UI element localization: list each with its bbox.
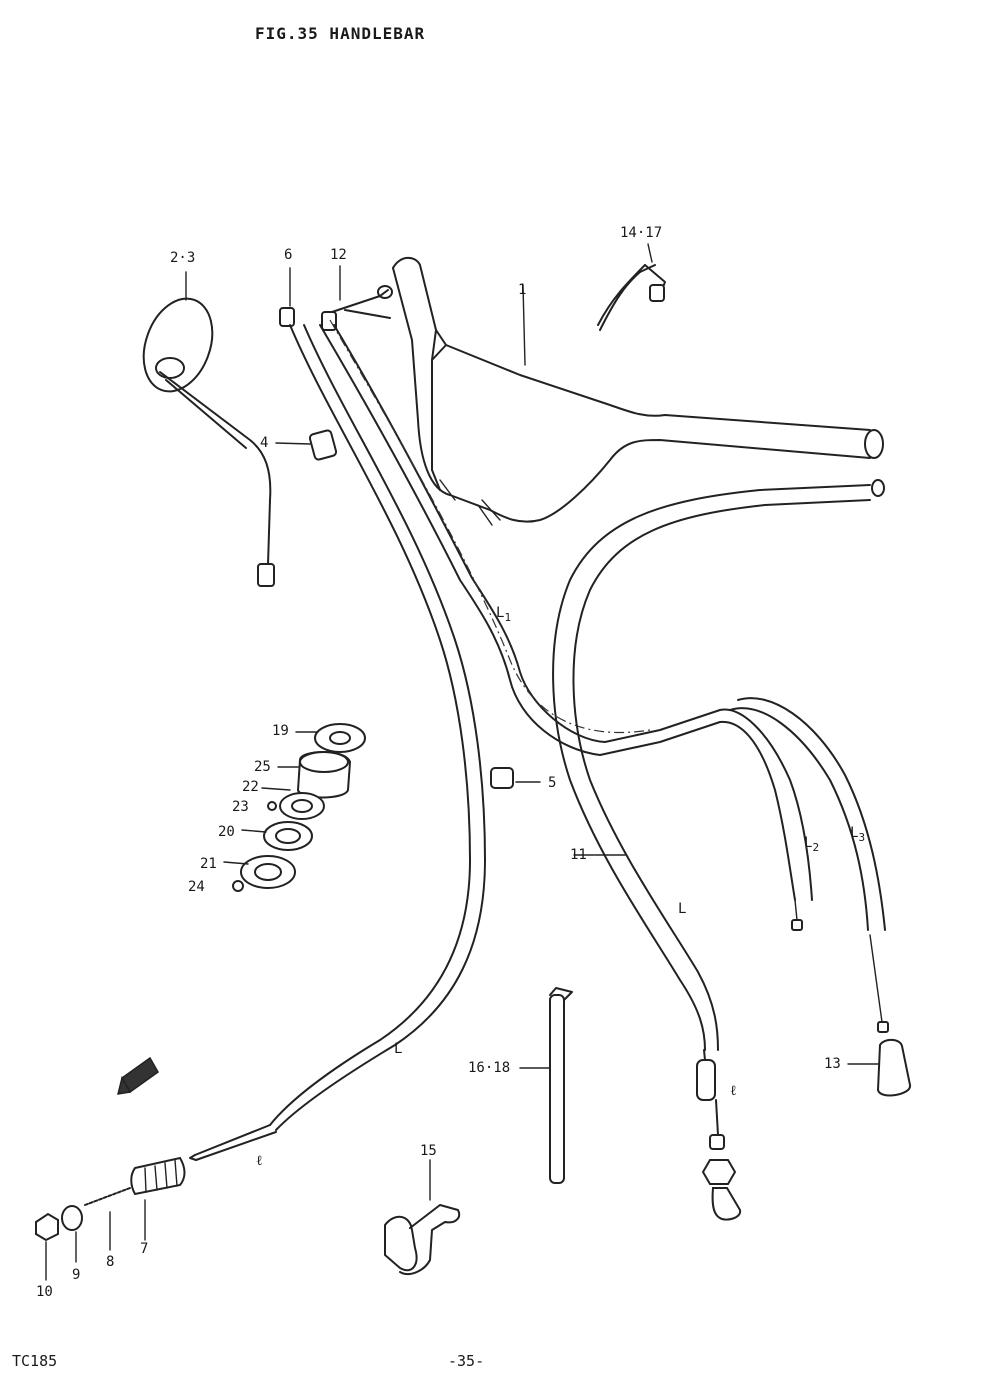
- dimension-l-brake: ℓ: [730, 1083, 737, 1099]
- model-code: TC185: [12, 1352, 58, 1370]
- rod-part-16-18: [519, 987, 573, 1184]
- grip-part-13: [847, 1038, 911, 1097]
- cable-clip-part-5: [490, 767, 541, 789]
- lever-assembly: [279, 265, 393, 331]
- throttle-adjuster-parts: [35, 1156, 186, 1281]
- guard-part-15: [384, 1159, 461, 1276]
- callout-10: 10: [36, 1284, 53, 1300]
- callout-9: 9: [72, 1267, 81, 1283]
- callout-13: 13: [824, 1056, 841, 1072]
- callout-7: 7: [140, 1241, 149, 1257]
- dimension-L3-sub: 3: [858, 830, 866, 844]
- callout-2-3: 2·3: [170, 250, 196, 266]
- callout-11: 11: [570, 847, 587, 863]
- clamp-part-4: [275, 429, 338, 461]
- dimension-L2-letter: L: [804, 835, 813, 851]
- dimension-L1-sub: 1: [504, 610, 512, 624]
- callout-21: 21: [200, 856, 217, 872]
- dimension-L2-sub: 2: [812, 840, 820, 854]
- mirror-part: [142, 271, 275, 587]
- dimension-L3: L3: [850, 826, 865, 843]
- callout-14-17: 14·17: [620, 225, 663, 241]
- callout-19: 19: [272, 723, 289, 739]
- dimension-l-throttle: ℓ: [256, 1153, 263, 1169]
- callout-8: 8: [106, 1254, 115, 1270]
- brake-cable-part-11: [552, 479, 885, 1221]
- callout-6: 6: [284, 247, 293, 263]
- callout-15: 15: [420, 1143, 437, 1159]
- dimension-L1-letter: L: [496, 605, 505, 621]
- handlebar-part: [392, 256, 884, 526]
- part-14-17: [597, 243, 666, 331]
- callout-5: 5: [548, 775, 557, 791]
- figure-title: FIG.35 HANDLEBAR: [255, 24, 426, 43]
- callout-1: 1: [518, 282, 527, 298]
- callout-12: 12: [330, 247, 347, 263]
- clutch-cable: [319, 319, 889, 1033]
- stem-bearing-stack: [223, 723, 366, 892]
- dimension-L2: L2: [804, 836, 819, 853]
- callout-16-18: 16·18: [468, 1060, 511, 1076]
- callout-25: 25: [254, 759, 271, 775]
- front-arrow-marker: [116, 1056, 159, 1095]
- callout-22: 22: [242, 779, 259, 795]
- dimension-L1: L1: [496, 606, 511, 623]
- page-number: -35-: [448, 1352, 485, 1370]
- dimension-L-brake: L: [678, 901, 687, 917]
- dimension-L-throttle: L: [394, 1041, 403, 1057]
- callout-20: 20: [218, 824, 235, 840]
- callout-24: 24: [188, 879, 205, 895]
- callout-23: 23: [232, 799, 249, 815]
- callout-4: 4: [260, 435, 269, 451]
- dimension-L3-letter: L: [850, 825, 859, 841]
- throttle-cable: [189, 324, 486, 1161]
